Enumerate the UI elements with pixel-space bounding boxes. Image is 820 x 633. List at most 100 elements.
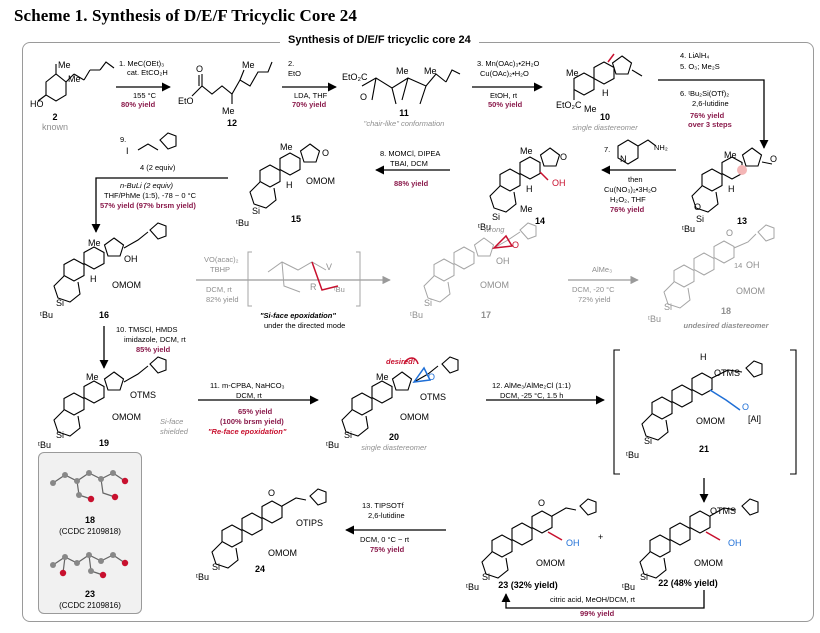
crystal-structure-art: 18 (CCDC 2109818) 23 (CCDC 2109816) bbox=[50, 470, 129, 610]
step-2-line1: 2. bbox=[288, 59, 294, 68]
compound-11-structure bbox=[361, 69, 461, 105]
step-3-line2: Cu(OAc)₂•H₂O bbox=[480, 69, 529, 78]
c14-si: Si bbox=[492, 212, 500, 222]
c23-mom: OMOM bbox=[536, 558, 565, 568]
compound-10-note: single diastereomer bbox=[572, 123, 638, 132]
c21-alkoxide-bond bbox=[709, 389, 741, 411]
c20-epoxide bbox=[412, 366, 432, 383]
c17-oh: OH bbox=[496, 256, 510, 266]
c21-mom: OMOM bbox=[696, 416, 725, 426]
pyridine-reagent bbox=[617, 139, 657, 165]
c24-mom: OMOM bbox=[268, 548, 297, 558]
c22-si: Si bbox=[640, 572, 648, 582]
c13-highlight bbox=[737, 165, 747, 175]
c11-o: O bbox=[360, 92, 367, 102]
step-11-yield-1: 65% yield bbox=[238, 407, 273, 416]
c15-si: Si bbox=[252, 206, 260, 216]
compound-20-label: 20 bbox=[389, 432, 399, 442]
step-9-line1: 9. bbox=[120, 135, 126, 144]
compound-21-label: 21 bbox=[699, 444, 709, 454]
scheme-title: Scheme 1. Synthesis of D/E/F Tricyclic C… bbox=[14, 6, 357, 25]
c24-otips: OTIPS bbox=[296, 518, 323, 528]
compound-11-note: "chair-like" conformation bbox=[364, 119, 445, 128]
step-4-line2: 5. O₃; Me₂S bbox=[680, 62, 720, 71]
compound-12-label: 12 bbox=[227, 118, 237, 128]
compound-17-structure bbox=[423, 222, 537, 303]
step-7-yield: 76% yield bbox=[610, 205, 645, 214]
c20-tbu: ᵗBu bbox=[326, 440, 339, 450]
step-13-line3: DCM, 0 °C ~ rt bbox=[360, 535, 410, 544]
xtal-23-atoms bbox=[50, 552, 129, 579]
c23-si: Si bbox=[482, 572, 490, 582]
c15-o: O bbox=[322, 148, 329, 158]
c19-otms: OTMS bbox=[130, 390, 156, 400]
step-9-arrow bbox=[91, 177, 228, 233]
c16-oh: OH bbox=[124, 254, 138, 264]
plus-sign: + bbox=[598, 532, 603, 542]
step-10-yield: 85% yield bbox=[136, 345, 171, 354]
c24-o: O bbox=[268, 488, 275, 498]
step-11-note: "Re-face epoxidation" bbox=[208, 427, 287, 436]
c22-mom: OMOM bbox=[694, 558, 723, 568]
step-4-line3: 6. ᵗBu₂Si(OTf)₂ bbox=[680, 89, 729, 98]
compound-16-label: 16 bbox=[99, 310, 109, 320]
step-11-line1: 11. m-CPBA, NaHCO₃ bbox=[210, 381, 285, 390]
c14-h: H bbox=[526, 184, 533, 194]
c18-o: O bbox=[726, 228, 733, 238]
c20-mom: OMOM bbox=[400, 412, 429, 422]
vanadium-transition-state bbox=[247, 251, 361, 307]
c18-oh: OH bbox=[746, 260, 760, 270]
c19-mom: OMOM bbox=[112, 412, 141, 422]
c22-tbu: ᵗBu bbox=[622, 582, 635, 592]
ts-v: V bbox=[326, 262, 332, 272]
c20-desired: desired! bbox=[386, 357, 416, 366]
reagent-4-structure bbox=[137, 132, 177, 151]
c19-me: Me bbox=[86, 372, 99, 382]
compound-18-label: 18 bbox=[721, 306, 731, 316]
step-vo-line3: DCM, rt bbox=[206, 285, 233, 294]
compound-10-structure bbox=[573, 55, 643, 100]
c15-h: H bbox=[286, 180, 293, 190]
c20-desired-arrow bbox=[403, 357, 419, 365]
ts-tbu: ᵗBu bbox=[334, 285, 345, 294]
compound-21-bracket bbox=[613, 349, 797, 475]
c11-me-1: Me bbox=[396, 66, 409, 76]
c23-oh: OH bbox=[566, 538, 580, 548]
citric-acid-yield: 99% yield bbox=[580, 609, 615, 618]
c21-si: Si bbox=[644, 436, 652, 446]
c10-eto2c: EtO₂C bbox=[556, 100, 582, 110]
c17-o: O bbox=[512, 240, 519, 250]
compound-18-note: undesired diastereomer bbox=[683, 321, 769, 330]
c19-tbu: ᵗBu bbox=[38, 440, 51, 450]
c13-o2: O bbox=[694, 202, 701, 212]
compound-15-label: 15 bbox=[291, 214, 301, 224]
c22-new-bond bbox=[705, 531, 721, 541]
citric-acid-line: citric acid, MeOH/DCM, rt bbox=[550, 595, 636, 604]
compound-10-label: 10 bbox=[600, 112, 610, 122]
step-12-line1: 12. AlMe₃/AlMe₂Cl (1:1) bbox=[492, 381, 571, 390]
compound-20-note: single diastereomer bbox=[361, 443, 427, 452]
c20-otms: OTMS bbox=[420, 392, 446, 402]
c19-note-2: shielded bbox=[160, 427, 189, 436]
c12-me-2: Me bbox=[242, 60, 255, 70]
step-9-line2: 4 (2 equiv) bbox=[140, 163, 176, 172]
compound-13-structure bbox=[691, 147, 773, 213]
step-13-yield: 75% yield bbox=[370, 545, 405, 554]
compound-22-label: 22 (48% yield) bbox=[658, 578, 718, 588]
step-3-line3: EtOH, rt bbox=[490, 91, 518, 100]
c23-tbu: ᵗBu bbox=[466, 582, 479, 592]
c14-o: O bbox=[560, 152, 567, 162]
c16-mom: OMOM bbox=[112, 280, 141, 290]
c16-me: Me bbox=[88, 238, 101, 248]
c13-me: Me bbox=[724, 150, 737, 160]
xtal-23-label: 23 bbox=[85, 589, 95, 599]
c23-new-bond bbox=[547, 531, 563, 541]
c10-h: H bbox=[602, 88, 609, 98]
reagent-4-i: I bbox=[126, 146, 129, 156]
compound-2-structure bbox=[37, 61, 115, 102]
step-4-yield-1: 76% yield bbox=[690, 111, 725, 120]
compound-19-structure bbox=[53, 356, 167, 437]
c20-me: Me bbox=[376, 372, 389, 382]
c16-si: Si bbox=[56, 298, 64, 308]
c2-me-1: Me bbox=[58, 60, 71, 70]
